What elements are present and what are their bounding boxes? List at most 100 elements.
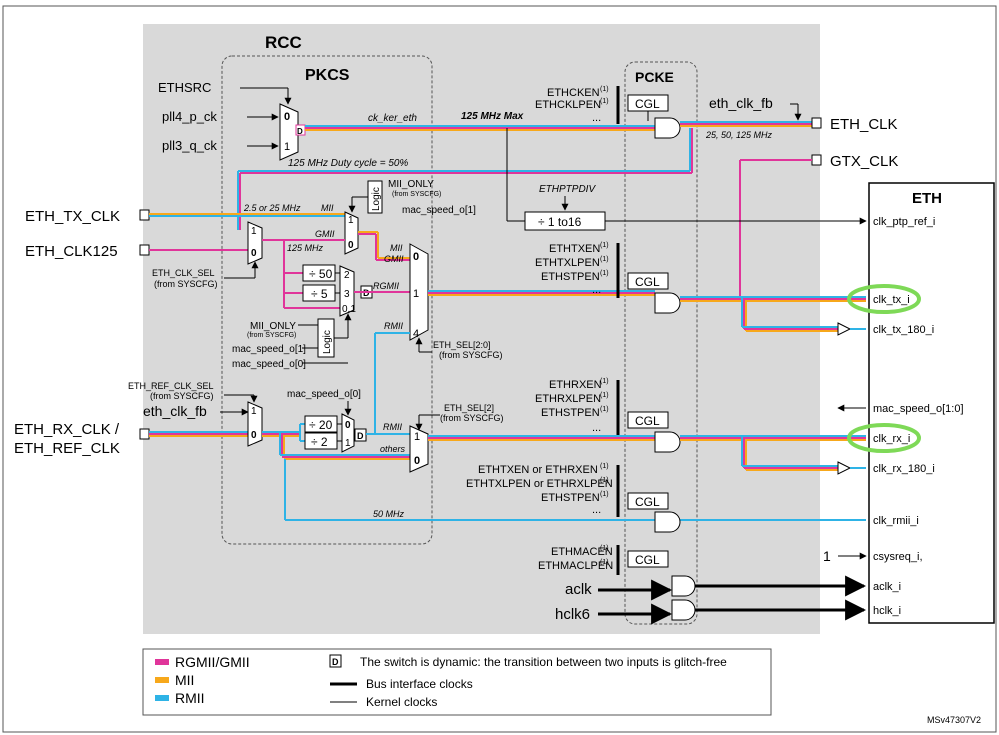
eth-clk-sel-mux-0: 0 (251, 248, 257, 259)
cgl-2 (627, 272, 669, 290)
en3-a-sup: (1) (600, 378, 609, 385)
en1-a: ETHCKEN (547, 87, 600, 99)
highlight-clk-tx (847, 284, 921, 314)
mac-speed-0-rx: mac_speed_o[0] (287, 389, 361, 400)
gmii-label-1: GMII (315, 229, 335, 239)
rmii-mux-1: 1 (345, 438, 351, 449)
legend-box (142, 648, 772, 716)
from-syscfg-2: (from SYSCFG) (247, 332, 296, 339)
legend-swatch-rmii (155, 695, 169, 701)
en2-c: ETHSTPEN (541, 271, 600, 283)
port-clk-rx: clk_rx_i (873, 433, 910, 445)
inverter-tx (837, 322, 852, 336)
eth-clk-fb-out-label: eth_clk_fb (709, 95, 773, 111)
eth-rx-clk-label: ETH_RX_CLK / (14, 421, 120, 438)
legend-rgmii: RGMII/GMII (175, 654, 250, 670)
ethsrc-mux (279, 103, 299, 161)
pcke-block (624, 61, 698, 625)
rgmii-label-1: RGMII (373, 281, 399, 291)
legend-dyn-d: D (332, 657, 339, 667)
div2-label: ÷ 2 (311, 435, 328, 449)
ck-ker-eth-bus (305, 125, 655, 131)
rmii-label-1: RMII (384, 321, 403, 331)
eth-clk125-pin (139, 244, 150, 256)
en1-a-sup: (1) (600, 86, 609, 93)
eth-sel-mux-4: 4 (413, 328, 419, 340)
en3-c: ETHSTPEN (541, 407, 600, 419)
en4-a-sup: (1) (600, 463, 609, 470)
eth-ref-clk-sel-from: (from SYSCFG) (150, 391, 214, 401)
dyn-switch-1-label: D (297, 127, 303, 136)
eth-clk-label: ETH_CLK (830, 116, 898, 133)
clk-rx-bus (680, 435, 866, 471)
mii-only-2: MII_ONLY (250, 321, 296, 332)
en3-b-sup: (1) (600, 392, 609, 399)
ref-clk-sel-mux (247, 401, 263, 447)
eth-sel-mux-1: 1 (413, 288, 419, 300)
eth-clk-bus (680, 121, 812, 127)
rcc-title: RCC (265, 33, 302, 52)
rx-kernel-bus (428, 435, 655, 441)
en4-a: ETHTXEN or ETHRXEN (478, 464, 598, 476)
gtx-clk-pin (811, 154, 822, 166)
eth-sel-mux (409, 243, 429, 341)
gmii-label-2: GMII (384, 254, 404, 264)
rx-div-bus (262, 431, 866, 521)
en4-c: ETHSTPEN (541, 492, 600, 504)
div5-label: ÷ 5 (311, 287, 328, 301)
ethptpdiv-label: ETHPTPDIV (539, 184, 596, 195)
mii-label-2: MII (390, 243, 403, 253)
eth-sel-label: ETH_SEL[2:0] (433, 340, 491, 350)
logic-2-label: Logic (322, 330, 333, 354)
en1-b: ETHCKLPEN (535, 99, 601, 111)
cgl-4-label: CGL (635, 495, 660, 509)
mhz125-label: 125 MHz (287, 243, 324, 253)
pkcs-title: PKCS (305, 67, 350, 84)
eth-ref-clk-label: ETH_REF_CLK (14, 440, 120, 457)
en2-b-sup: (1) (600, 256, 609, 263)
port-aclk: aclk_i (873, 581, 901, 593)
en2-a-sup: (1) (600, 242, 609, 249)
port-csysreq: csysreq_i, (873, 551, 923, 563)
eth-sel2-mux (409, 425, 429, 473)
eth-sel-from: (from SYSCFG) (439, 350, 503, 360)
en3-dots: ... (592, 422, 601, 434)
mac-speed-1-top: mac_speed_o[1] (402, 205, 476, 216)
from-syscfg-1: (from SYSCFG) (392, 191, 441, 198)
csysreq-one: 1 (823, 548, 831, 564)
eth-clk-sel-label: ETH_CLK_SEL (152, 268, 215, 278)
eth-ref-clk-sel-label: ETH_REF_CLK_SEL (128, 381, 214, 391)
duty-label: 125 MHz Duty cycle = 50% (288, 158, 408, 169)
cgl-1-label: CGL (635, 97, 660, 111)
cgl-3 (627, 411, 669, 429)
and-gate-2 (654, 292, 681, 314)
mii-gmii-mux-1: 1 (348, 215, 354, 226)
rmii-mux-0: 0 (345, 420, 351, 431)
ref-sel-mux-1: 1 (251, 406, 257, 417)
logic-1-label: Logic (371, 187, 382, 211)
cgl-4 (627, 492, 669, 510)
and-gate-hclk (671, 599, 696, 621)
legend-bus: Bus interface clocks (366, 677, 473, 691)
en1-dots: ... (592, 112, 601, 124)
port-clk-rx-180: clk_rx_180_i (873, 463, 935, 475)
en3-b: ETHRXLPEN (535, 393, 601, 405)
en5-b-sup: (1) (600, 559, 609, 566)
freqs-label: 25, 50, 125 MHz (705, 130, 773, 140)
ethsrc-mux-0: 0 (284, 111, 290, 123)
en1-b-sup: (1) (600, 98, 609, 105)
eth-clk-sel-from: (from SYSCFG) (154, 279, 218, 289)
tx-clk-bus (149, 213, 346, 217)
eth-tx-clk-label: ETH_TX_CLK (25, 208, 120, 225)
rate25-label: 2.5 or 25 MHz (243, 203, 301, 213)
eth-sel2-from: (from SYSCFG) (440, 413, 504, 423)
duty-loop (237, 128, 693, 230)
eth-clk-sel-mux (247, 221, 263, 265)
eth-clk-pin (811, 117, 822, 129)
en2-a: ETHTXEN (549, 243, 600, 255)
pcke-title: PCKE (635, 69, 674, 85)
en5-a-sup: (1) (600, 545, 609, 552)
cgl-5 (627, 550, 669, 568)
rgmii-mux-2: 2 (344, 270, 350, 281)
